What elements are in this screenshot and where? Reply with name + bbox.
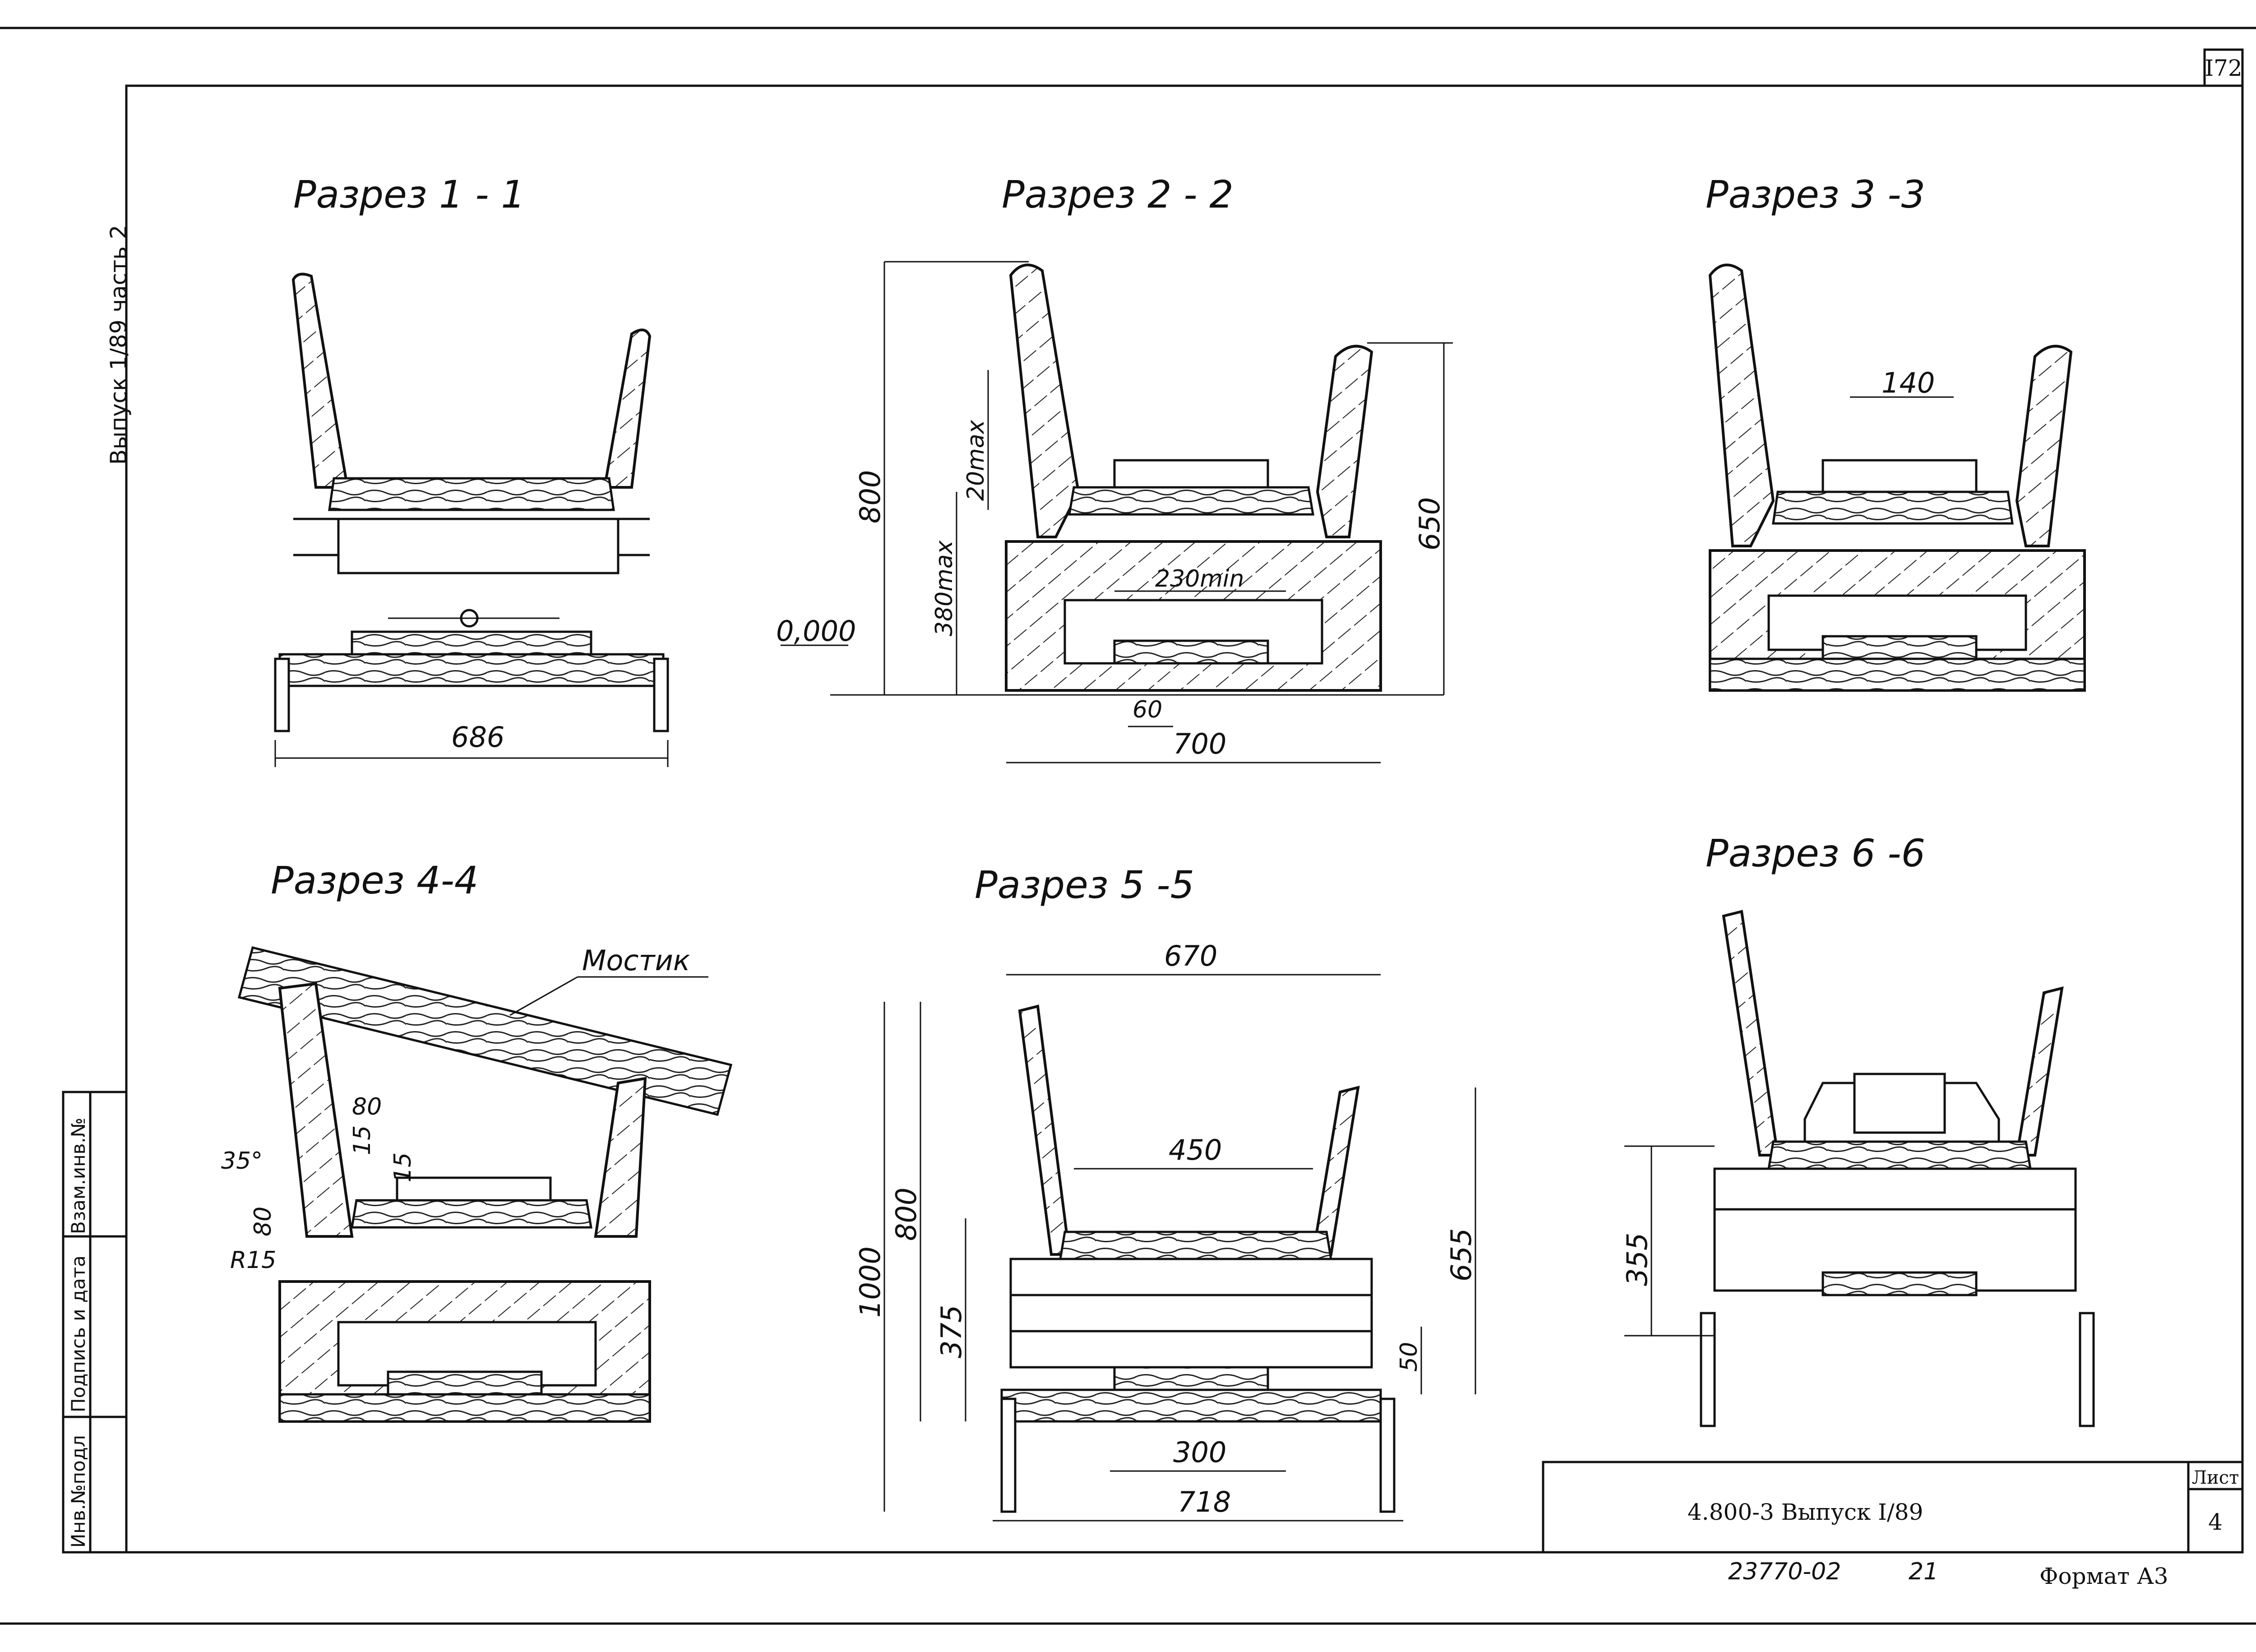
side-label: Выпуск 1/89 часть 2	[106, 225, 132, 465]
section-4-4: Разрез 4-4 Мостик 80 15 15 35° 80 R15	[221, 858, 733, 1423]
section-1-1: Разрез 1 - 1 686	[274, 172, 669, 767]
dim-label: 15	[389, 1152, 416, 1182]
section-2-2: Разрез 2 - 2 800 20max 380max 0,000 230m…	[776, 172, 1453, 764]
doc-code: 4.800-3 Выпуск I/89	[1687, 1499, 1923, 1525]
dim-label: 35°	[221, 1148, 263, 1175]
section-title: Разрез 1 - 1	[293, 172, 525, 217]
format-label: Формат А3	[2039, 1563, 2168, 1589]
dim-label: 80	[352, 1093, 382, 1120]
section-3-3: Разрез 3 -3 140	[1706, 172, 2086, 692]
stamp-inv-label: Инв.№подл	[67, 1435, 89, 1548]
dim-label: 670	[1164, 939, 1217, 972]
drawing-frame	[125, 84, 2244, 1554]
archive-number: 23770-02	[1728, 1558, 1841, 1585]
dim-label: 0,000	[776, 615, 856, 648]
dim-label: 655	[1445, 1228, 1478, 1282]
dim-label: 60	[1133, 696, 1162, 723]
dim-label: 650	[1413, 497, 1446, 551]
section-title: Разрез 6 -6	[1706, 831, 1925, 875]
section-6-6: Разрез 6 -6 355	[1621, 831, 2095, 1427]
dim-label: 1000	[854, 1246, 887, 1318]
dim-label: 355	[1621, 1233, 1654, 1286]
dim-label: 450	[1169, 1134, 1222, 1166]
dim-label: 20max	[962, 419, 989, 501]
sheet-label: Лист	[2192, 1467, 2239, 1488]
section-title: Разрез 2 - 2	[1002, 172, 1234, 217]
page-number: I72	[2205, 55, 2242, 81]
dim-label: 140	[1882, 366, 1935, 399]
title-block: Лист 4 4.800-3 Выпуск I/89	[1542, 1461, 2244, 1554]
dim-label: 15	[349, 1125, 376, 1155]
dim-label: 800	[854, 470, 887, 523]
section-title: Разрез 4-4	[271, 858, 478, 902]
stamp-column: Инв.№подл Подпись и дата Взам.инв.№	[62, 1091, 128, 1554]
dim-label: 230min	[1155, 565, 1244, 592]
section-5-5: Разрез 5 -5 670 450 1000 800 375 655 50 …	[854, 863, 1478, 1522]
dim-label: Мостик	[582, 944, 690, 977]
dim-label: 718	[1178, 1485, 1231, 1518]
stamp-swap-label: Взам.инв.№	[67, 1118, 89, 1234]
dim-label: R15	[230, 1247, 276, 1274]
dim-label: 686	[451, 721, 504, 754]
dim-label: 375	[935, 1305, 968, 1358]
section-title: Разрез 3 -3	[1706, 172, 1925, 217]
stamp-sign-label: Подпись и дата	[67, 1255, 89, 1412]
dim-label: 50	[1396, 1342, 1423, 1372]
dim-label: 800	[890, 1188, 923, 1241]
order-number: 21	[1909, 1558, 1938, 1585]
dim-label: 80	[250, 1207, 277, 1236]
section-title: Разрез 5 -5	[975, 863, 1194, 907]
sheet-number: 4	[2208, 1509, 2223, 1535]
dim-label: 700	[1173, 727, 1226, 760]
dim-label: 380max	[931, 540, 958, 636]
dim-label: 300	[1173, 1436, 1226, 1469]
